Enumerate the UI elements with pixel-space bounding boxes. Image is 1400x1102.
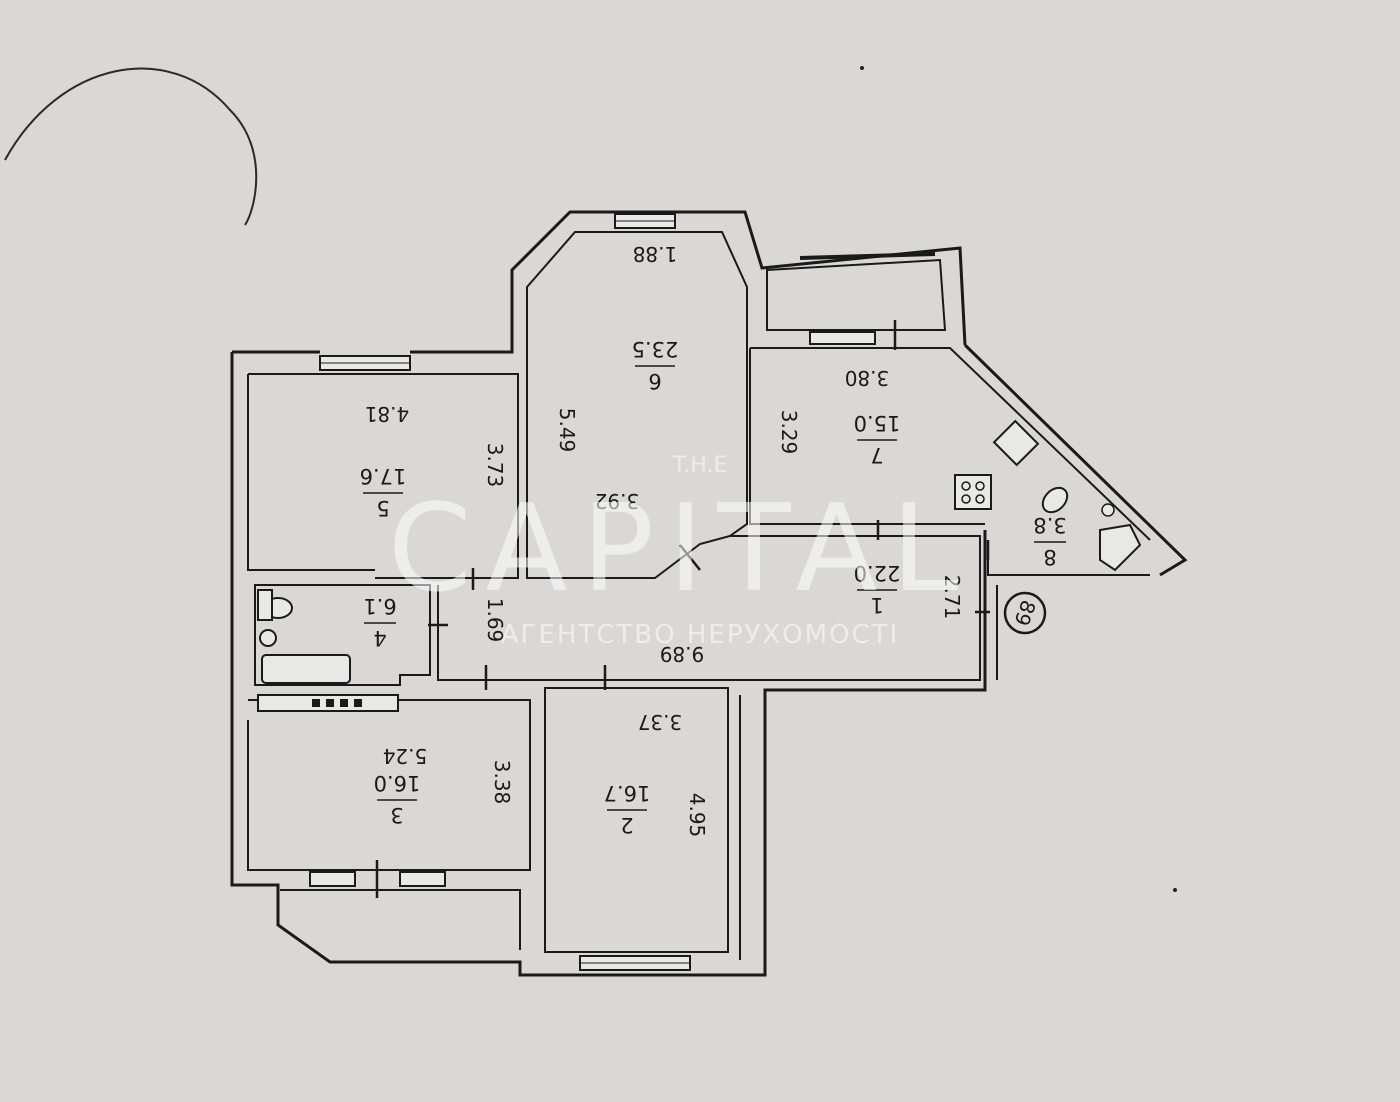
room-1-number: 1 <box>870 593 883 617</box>
watermark: T.H.E CAPITAL АГЕНТСТВО НЕРУХОМОСТІ <box>388 453 973 650</box>
sink-icon <box>259 629 277 647</box>
dim-3-29: 3.29 <box>777 410 801 455</box>
room-5-area: 17.6 <box>360 464 407 488</box>
kitchen-fixtures <box>954 419 1142 572</box>
kitchen-sink-icon <box>992 419 1040 467</box>
door-ticks <box>375 320 990 898</box>
toilet-icon <box>1041 486 1069 514</box>
room-7-number: 7 <box>870 443 883 467</box>
pencil-mark <box>4 67 258 226</box>
room-4-area: 6.1 <box>363 594 396 618</box>
room-6-area: 23.5 <box>632 337 679 361</box>
dim-3-80: 3.80 <box>845 366 890 390</box>
bathroom-fixtures <box>257 589 399 712</box>
watermark-brand: CAPITAL <box>388 480 973 619</box>
room-3-number: 3 <box>390 803 403 827</box>
dim-3-38: 3.38 <box>490 760 514 805</box>
stove-icon <box>954 474 992 510</box>
walls <box>230 210 1188 977</box>
apartment-number: 89 <box>1009 597 1040 629</box>
ink-dot <box>860 66 864 70</box>
ink-dot <box>1173 888 1177 892</box>
dim-3-92: 3.92 <box>595 489 640 513</box>
room-6-number: 6 <box>648 369 661 393</box>
dim-9-89: 9.89 <box>660 642 705 666</box>
sink-icon <box>1101 503 1115 517</box>
bathtub-icon <box>261 654 351 684</box>
room-1-area: 22.0 <box>854 561 901 585</box>
room-2-number: 2 <box>620 813 633 837</box>
room-7-area: 15.0 <box>854 411 901 435</box>
dim-3-37: 3.37 <box>638 710 683 734</box>
watermark-the: T.H.E <box>672 453 728 478</box>
room-5-number: 5 <box>376 496 389 520</box>
dim-4-81: 4.81 <box>365 402 410 426</box>
dim-4-95: 4.95 <box>685 793 709 838</box>
dim-1-88: 1.88 <box>633 242 678 266</box>
dim-3-73: 3.73 <box>483 443 507 488</box>
dim-5-49: 5.49 <box>555 408 579 453</box>
room-3-area: 16.0 <box>374 771 421 795</box>
apartment-tag: 89 <box>1003 591 1047 635</box>
windows <box>309 213 936 971</box>
room-8-number: 8 <box>1043 545 1056 569</box>
dim-2-71: 2.71 <box>940 575 964 620</box>
room-4-number: 4 <box>373 626 386 650</box>
shower-icon <box>1099 523 1142 572</box>
room-labels: 1 22.0 2 16.7 3 16.0 4 6.1 5 17.6 6 23.5 <box>360 337 1067 837</box>
room-2-area: 16.7 <box>604 781 651 805</box>
dimension-labels: 1.88 5.49 3.92 3.80 3.29 4.81 3.73 1.69 … <box>365 242 964 837</box>
watermark-tagline: АГЕНТСТВО НЕРУХОМОСТІ <box>501 620 899 650</box>
dim-1-69: 1.69 <box>483 598 507 643</box>
dim-5-24: 5.24 <box>383 744 428 768</box>
room-8-area: 3.8 <box>1033 513 1066 537</box>
